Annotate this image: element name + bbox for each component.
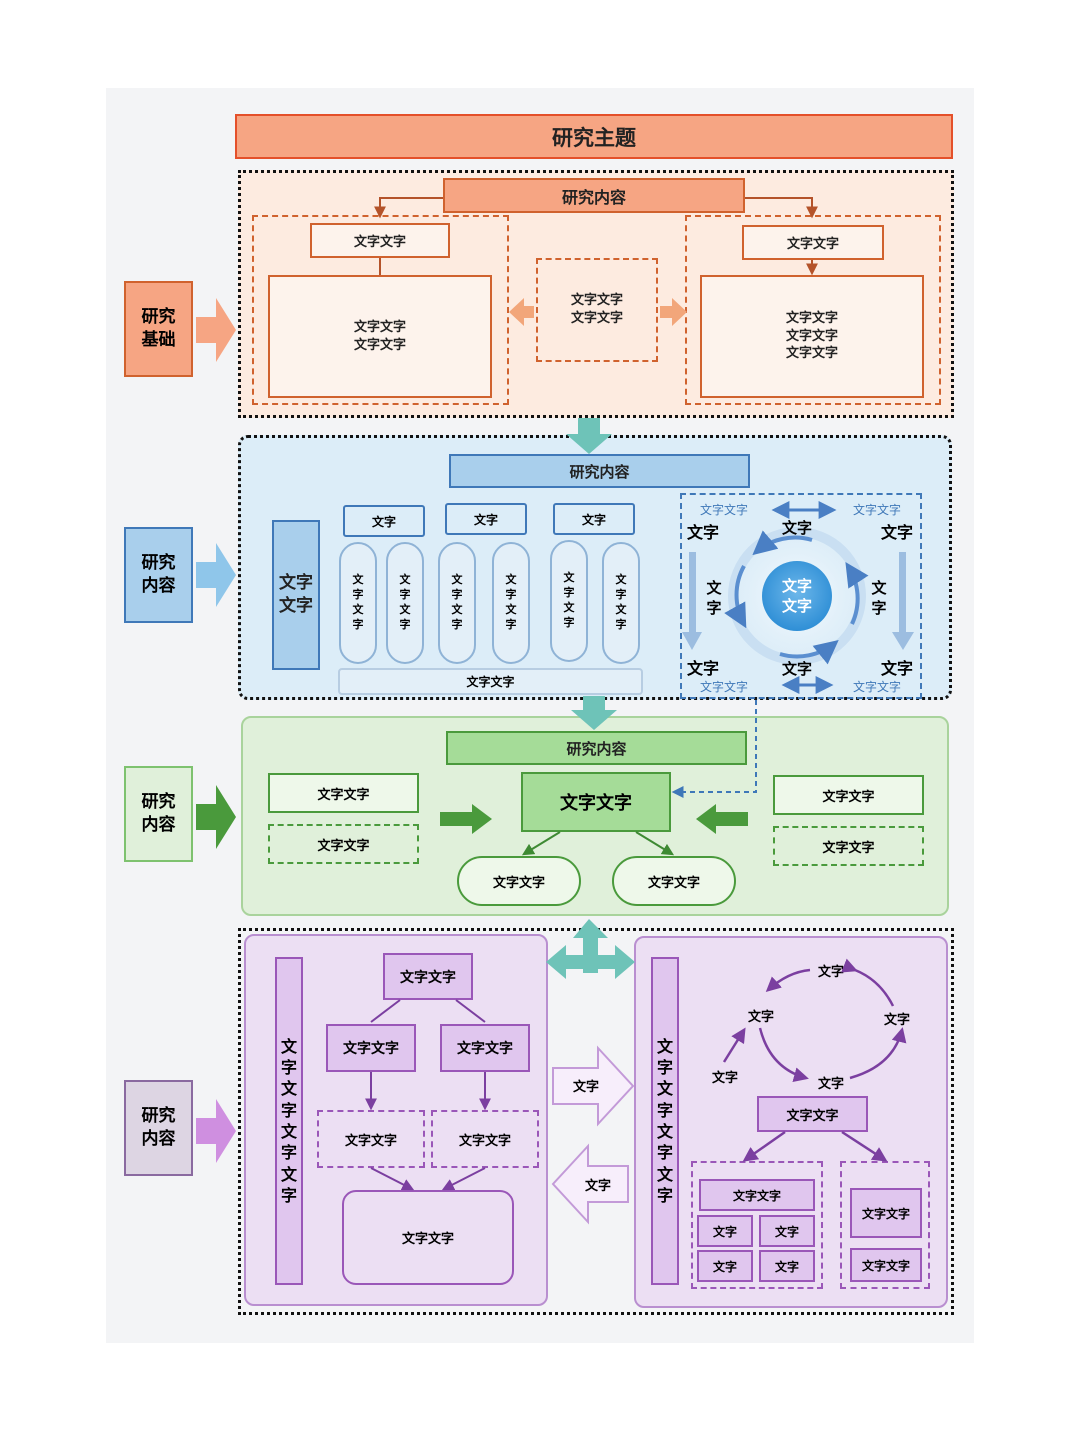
section4-side-group — [840, 1161, 930, 1289]
section2-side-box: 文字 文字 — [272, 520, 320, 670]
side-label-foundation: 研究 基础 — [124, 281, 193, 377]
purple-arrow-left — [551, 1143, 629, 1225]
section2-pill-4: 文 字 文 字 — [492, 542, 530, 664]
green-arrow-right — [440, 804, 492, 834]
section2-pill-1: 文 字 文 字 — [339, 542, 377, 664]
cycle-center-label: 文字 文字 — [781, 576, 812, 615]
section4-left-dash-left: 文字文字 — [317, 1110, 425, 1168]
section4-grid-cell-3: 文字 — [697, 1250, 753, 1282]
arrow-center-right — [660, 298, 687, 326]
teal-cross-arrow — [546, 919, 635, 979]
side-label-content-3: 研究 内容 — [124, 1080, 193, 1176]
section2-pill-2: 文 字 文 字 — [386, 542, 424, 664]
side-arrow-purple — [196, 1099, 236, 1163]
section4-side-box-1: 文字文字 — [850, 1188, 922, 1238]
purple-arrow-right-label: 文字 — [572, 1079, 599, 1095]
section4-cycle-right: 文字 — [883, 1012, 910, 1028]
section4-side-box-2: 文字文字 — [850, 1248, 922, 1282]
side-label-content-2: 研究 内容 — [124, 766, 193, 862]
section3-pill-left: 文字文字 — [457, 856, 581, 906]
section2-pill-6: 文 字 文 字 — [602, 542, 640, 664]
section4-right-vertical: 文 字 文 字 文 字 文 字 — [651, 957, 679, 1285]
section1-right-body: 文字文字 文字文字 文字文字 — [700, 275, 924, 398]
cycle-small-br: 文字文字 — [852, 679, 901, 694]
cycle-small-bl: 文字文字 — [699, 679, 748, 694]
section3-right-dashed: 文字文字 — [773, 826, 924, 866]
section2-cycle-panel — [680, 493, 922, 699]
teal-arrow-2 — [571, 696, 617, 730]
section2-footer-bar: 文字文字 — [338, 668, 643, 695]
cycle-corner-tl: 文字 — [686, 523, 719, 542]
section1-left-body: 文字文字 文字文字 — [268, 275, 492, 398]
side-arrow-blue — [196, 543, 236, 607]
section1-right-title: 文字文字 — [742, 225, 884, 260]
section4-left-dash-right: 文字文字 — [431, 1110, 539, 1168]
section3-left-dashed: 文字文字 — [268, 824, 419, 864]
section4-node: 文字文字 — [757, 1096, 868, 1132]
cycle-top-label: 文字 — [781, 518, 812, 537]
section4-grid-cell-4: 文字 — [759, 1250, 815, 1282]
section4-grid-cell-1: 文字 — [697, 1215, 753, 1247]
cycle-left-label: 文 字 — [706, 578, 722, 617]
arrow-center-left — [509, 298, 534, 326]
section2-col-header-3: 文字 — [553, 503, 635, 535]
cycle-right-label: 文 字 — [871, 578, 887, 617]
green-arrow-left — [696, 804, 748, 834]
section4-left-vertical: 文 字 文 字 文 字 文 字 — [275, 957, 303, 1285]
cycle-small-tr: 文字文字 — [852, 502, 901, 517]
side-arrow-green — [196, 785, 236, 849]
section3-center-box: 文字文字 — [521, 772, 671, 832]
purple-arrow-right — [552, 1045, 635, 1127]
section3-right-solid: 文字文字 — [773, 775, 924, 815]
section4-left-mid-left: 文字文字 — [326, 1024, 416, 1072]
section2-col-header-1: 文字 — [343, 505, 425, 537]
cycle-bottom-label: 文字 — [781, 659, 812, 678]
cycle-core — [762, 561, 832, 631]
section4-left-mid-right: 文字文字 — [440, 1024, 530, 1072]
section4-cycle-left: 文字 — [747, 1009, 774, 1025]
section2-pill-3: 文 字 文 字 — [438, 542, 476, 664]
main-title: 研究主题 — [235, 114, 953, 159]
section4-grid-cell-2: 文字 — [759, 1215, 815, 1247]
teal-arrow-1 — [566, 418, 612, 454]
section3-left-solid: 文字文字 — [268, 773, 419, 813]
cycle-corner-br: 文字 — [880, 659, 913, 678]
cycle-corner-bl: 文字 — [686, 659, 719, 678]
section1-left-title: 文字文字 — [310, 223, 450, 258]
section4-cycle-top: 文字 — [817, 964, 844, 980]
section2-col-header-2: 文字 — [445, 503, 527, 535]
section4-left-top: 文字文字 — [383, 953, 473, 1000]
cycle-small-tl: 文字文字 — [699, 502, 748, 517]
purple-arrow-left-label: 文字 — [584, 1178, 611, 1194]
section3-header: 研究内容 — [446, 731, 747, 765]
section4-outer-left: 文字 — [711, 1070, 738, 1086]
side-label-content-1: 研究 内容 — [124, 527, 193, 623]
side-arrow-orange — [196, 298, 236, 362]
section4-grid-group — [691, 1161, 823, 1289]
section4-cycle-bottom: 文字 — [817, 1076, 844, 1092]
section1-header: 研究内容 — [443, 178, 745, 213]
section4-grid-header: 文字文字 — [699, 1179, 815, 1211]
cycle-corner-tr: 文字 — [880, 523, 913, 542]
section2-header: 研究内容 — [449, 454, 750, 488]
section1-center-box: 文字文字 文字文字 — [536, 258, 658, 362]
section3-pill-right: 文字文字 — [612, 856, 736, 906]
section2-pill-5: 文 字 文 字 — [550, 540, 588, 662]
section4-left-bottom: 文字文字 — [342, 1190, 514, 1285]
